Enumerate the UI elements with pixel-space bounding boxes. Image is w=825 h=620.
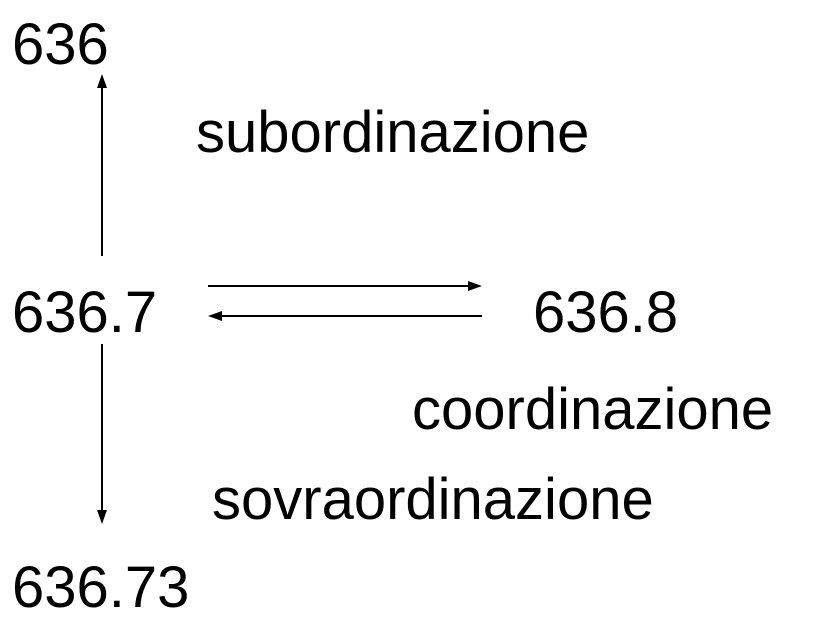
node-636: 636 [12, 12, 109, 77]
node-636-8: 636.8 [533, 280, 679, 345]
arrow-right [208, 281, 482, 291]
node-636-7: 636.7 [12, 280, 158, 345]
arrow-up [97, 74, 107, 256]
arrow-down [97, 344, 107, 524]
label-sovraordinazione: sovraordinazione [212, 467, 654, 532]
arrow-left [208, 311, 482, 321]
label-coordinazione: coordinazione [412, 377, 774, 442]
node-636-73: 636.73 [12, 555, 190, 620]
label-subordinazione: subordinazione [196, 100, 590, 165]
